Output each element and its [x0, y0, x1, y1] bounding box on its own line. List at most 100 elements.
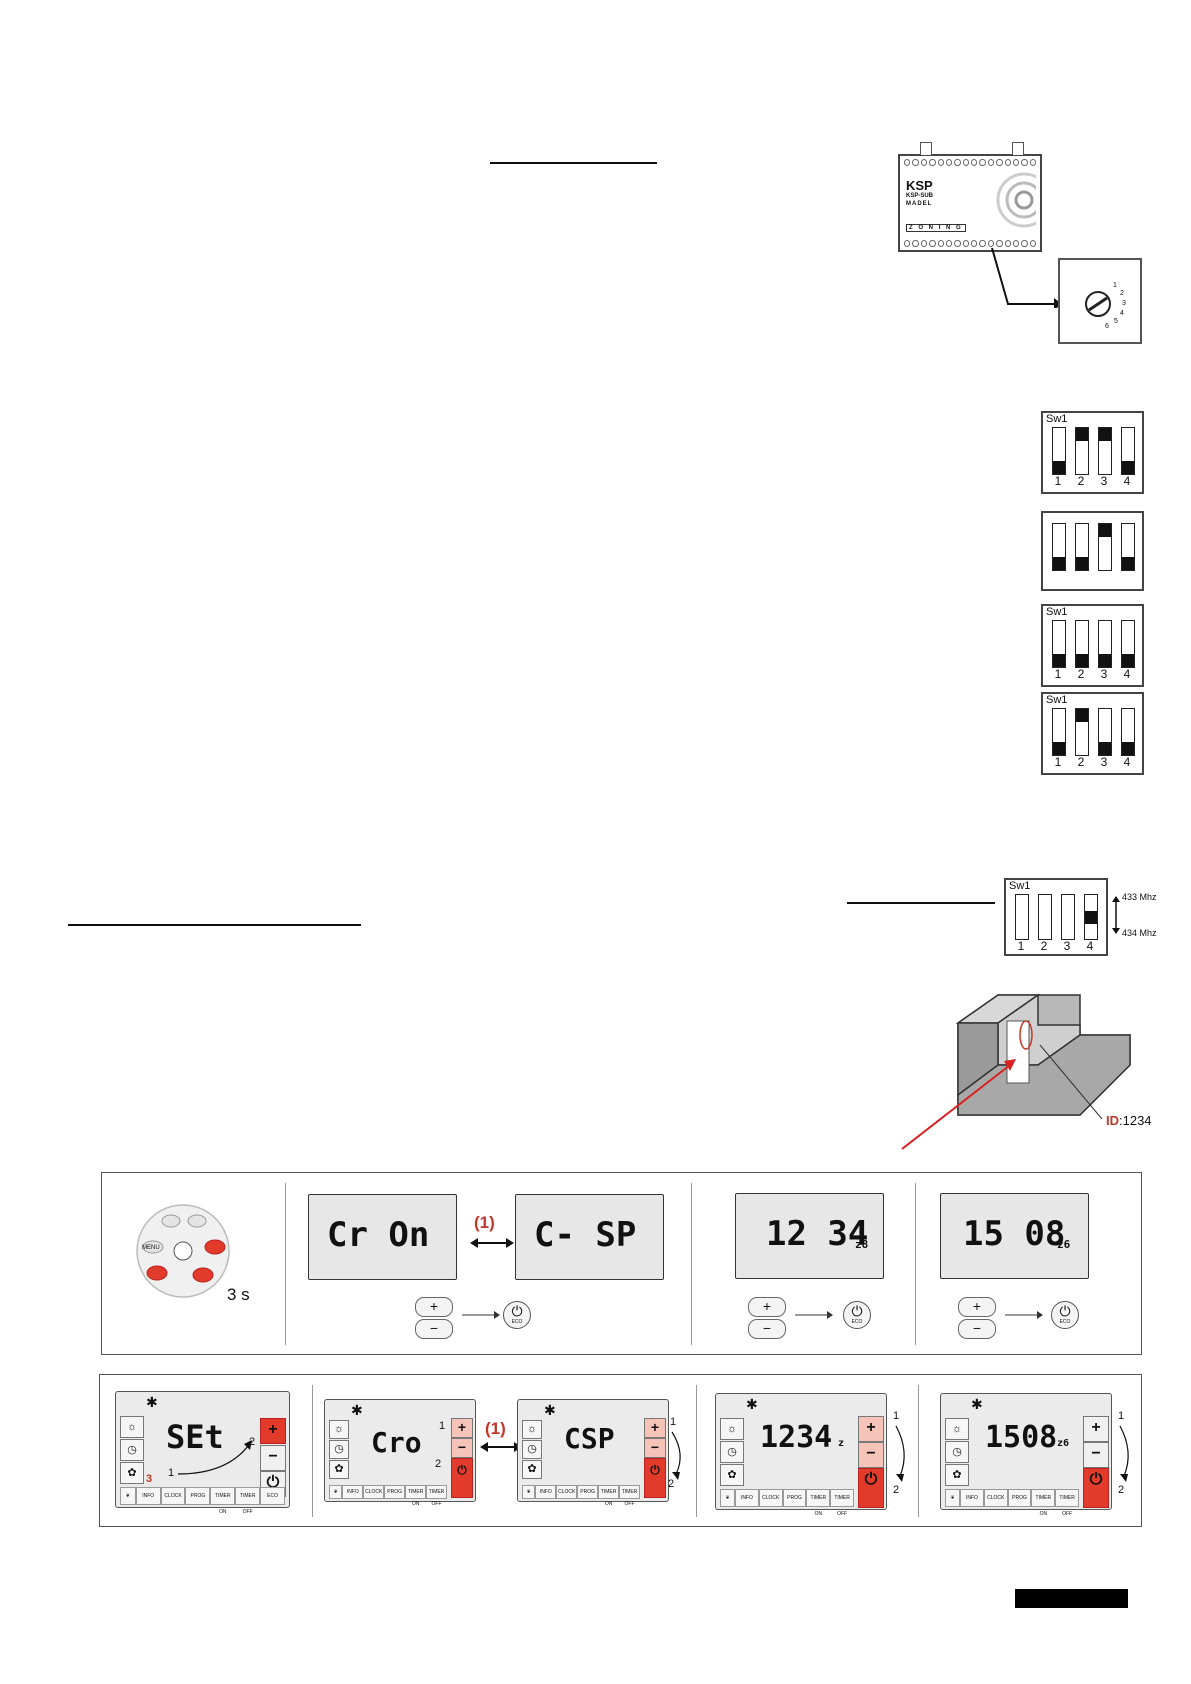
bottom-key-timer-off: TIMER OFF: [1055, 1489, 1079, 1517]
bottom-key-timer-off: TIMER OFF: [426, 1485, 447, 1507]
plus-key-icon: +: [260, 1418, 286, 1444]
minus-key-icon: −: [858, 1442, 884, 1468]
power-eco-icon: ⏻ECO: [503, 1301, 531, 1329]
thermostat-display: SEt: [166, 1418, 224, 1456]
dip-knob: [1076, 709, 1088, 722]
dip-number: 1: [1054, 667, 1062, 681]
bottom-key-info: INFO: [735, 1489, 759, 1507]
panel-divider: [918, 1385, 919, 1517]
eco-text: ECO: [1059, 1319, 1071, 1325]
eco-text: ECO: [511, 1319, 523, 1325]
dip-title: Sw1: [1009, 880, 1031, 892]
bottom-key-info: INFO: [535, 1485, 557, 1499]
clock-icon: ◷: [945, 1441, 969, 1463]
sun-icon: ☼: [720, 1418, 744, 1440]
heading-underline-3: [68, 924, 361, 926]
power-key-icon: ⏻: [1083, 1468, 1109, 1508]
thermostat-set: ✱ ☼ ◷ ✿ SEt + − ⏻ 3 1 2 ❦ INFO CLOCK PRO…: [115, 1391, 290, 1515]
plus-button-icon: +: [415, 1297, 453, 1317]
dip-number: 1: [1054, 474, 1062, 488]
bottom-key-timer-off: TIMER OFF: [619, 1485, 640, 1507]
page-footer-bar: [1015, 1589, 1128, 1608]
dip-number: 1: [1054, 755, 1062, 769]
panel-divider: [285, 1183, 286, 1345]
thermostat-bottom-keys: ❦ INFO CLOCK PROG TIMER ON TIMER OFF: [329, 1485, 447, 1507]
plus-key-icon: +: [858, 1416, 884, 1442]
bottom-key-eco: ECO: [260, 1487, 285, 1505]
step-marker: (1): [474, 1213, 495, 1232]
sun-icon: ☼: [522, 1420, 542, 1439]
double-arrow-icon: [470, 1238, 514, 1248]
receiver-box-figure: [901, 993, 1131, 1150]
id-value: :1234: [1119, 1113, 1152, 1128]
step-number: 1: [893, 1410, 900, 1422]
power-key-icon: ⏻: [858, 1468, 884, 1508]
heading-underline-2: [847, 902, 995, 904]
fan-icon: ✿: [120, 1462, 144, 1484]
bottom-key-prog: PROG: [185, 1487, 211, 1505]
sun-icon: ☼: [329, 1420, 349, 1439]
plus-button-icon: +: [748, 1297, 786, 1317]
thermostat-display: 1508: [985, 1420, 1058, 1455]
bottom-key-prog: PROG: [384, 1485, 406, 1499]
dip-slot-2: [1075, 427, 1089, 475]
ksp-mount-tab: [920, 142, 932, 155]
dip-slot-3: [1061, 894, 1075, 940]
thermostat-suffix: z6: [1057, 1438, 1070, 1449]
step-marker: (1): [485, 1419, 506, 1438]
fan-icon: ✿: [522, 1460, 542, 1479]
thermostat-freq: ✱ ☼ ◷ ✿ 1508 z6 + − ⏻ ❦ INFO CLOCK PROG …: [940, 1393, 1112, 1517]
arrow-right-icon: [462, 1311, 500, 1319]
bottom-key-timer-off: TIMER OFF: [830, 1489, 854, 1517]
dip-slot-2: [1075, 523, 1089, 571]
freq-top-label: 433 Mhz: [1122, 892, 1157, 902]
dip-knob: [1076, 557, 1088, 570]
dip-slot-1: [1015, 894, 1029, 940]
connector-arrow: [991, 248, 1062, 308]
clock-icon: ◷: [120, 1439, 144, 1461]
leaf-icon: ❦: [120, 1487, 136, 1505]
minus-button-icon: −: [415, 1319, 453, 1339]
rotary-selector-detail: 1 2 3 4 5 6: [1058, 258, 1142, 344]
double-arrow-icon: [480, 1442, 522, 1452]
bottom-key-prog: PROG: [782, 1489, 807, 1507]
lcd-display-cron: Cr On: [308, 1194, 457, 1280]
bottom-key-info: INFO: [135, 1487, 161, 1505]
procedure-panel-remote: MENU 3 s Cr On (1) C- SP + − ⏻ECO 12 34 …: [101, 1172, 1142, 1355]
dip-number: 3: [1100, 755, 1108, 769]
panel-divider: [691, 1183, 692, 1345]
curved-arrow-icon: [177, 1440, 252, 1475]
lcd-text: 15 08: [963, 1214, 1066, 1254]
leaf-icon: ❦: [945, 1489, 961, 1507]
dip-number: 1: [1017, 939, 1025, 953]
bottom-key-clock: CLOCK: [160, 1487, 186, 1505]
ksp-module-figure: KSP KSP-SUB MADEL Z O N I N G: [898, 142, 1042, 252]
dip-knob: [1122, 557, 1134, 570]
thermostat-cro: ✱ ☼ ◷ ✿ Cro + − ⏻ 1 2 ❦ INFO CLOCK PROG …: [324, 1399, 476, 1507]
lcd-display-id: 12 34 z8: [735, 1193, 884, 1279]
dip-knob: [1099, 524, 1111, 537]
step-number: 1: [1118, 1410, 1125, 1422]
snowflake-icon: ✱: [544, 1402, 556, 1418]
clock-icon: ◷: [329, 1440, 349, 1459]
step-number: 2: [249, 1436, 256, 1448]
lcd-text: Cr On: [327, 1215, 430, 1255]
ksp-model-code: KSP-SUB: [906, 193, 934, 199]
bottom-key-prog: PROG: [577, 1485, 599, 1499]
lcd-text: C- SP: [534, 1215, 637, 1255]
ksp-model-label: MADEL: [906, 201, 933, 207]
dip-knob: [1053, 654, 1065, 667]
dip-number: 4: [1123, 667, 1131, 681]
panel-divider: [312, 1385, 313, 1517]
ksp-brand: KSP: [906, 178, 933, 193]
bottom-key-clock: CLOCK: [758, 1489, 783, 1507]
dip-number: 2: [1077, 667, 1085, 681]
dip-knob: [1053, 742, 1065, 755]
minus-button-icon: −: [748, 1319, 786, 1339]
ksp-zoning-logo: Z O N I N G: [906, 224, 966, 232]
lcd-suffix: z8: [855, 1238, 869, 1251]
dip-slot-4: [1121, 523, 1135, 571]
freq-bottom-label: 434 Mhz: [1122, 928, 1157, 938]
